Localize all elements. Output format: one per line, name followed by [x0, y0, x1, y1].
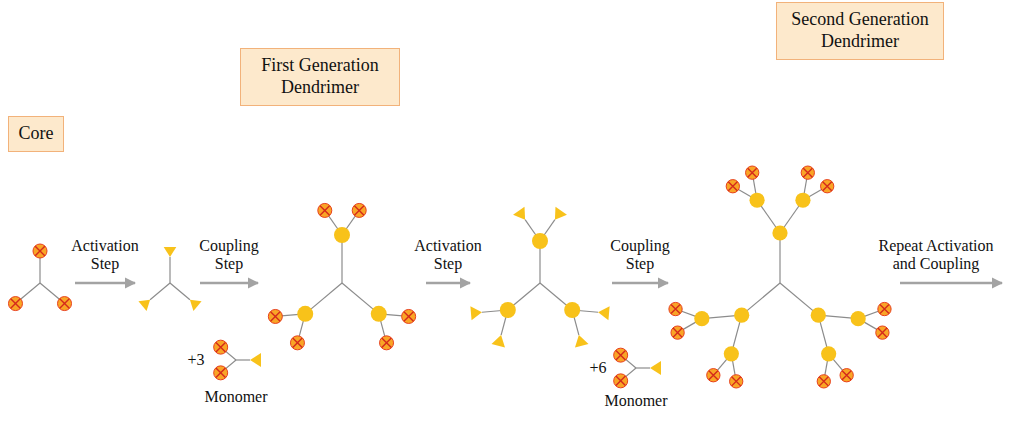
step-arrow [426, 282, 470, 285]
activated-site [470, 306, 482, 320]
activated-site [575, 335, 589, 347]
end-group [730, 375, 743, 388]
molecule-units [8, 166, 891, 388]
branch-unit [734, 308, 749, 323]
end-group [268, 309, 282, 323]
step-arrow [612, 282, 668, 285]
end-group [876, 326, 889, 339]
end-group [352, 203, 366, 217]
branch-unit [795, 193, 810, 208]
box-title: Core [17, 123, 55, 145]
box-title: Second Generation Dendrimer [785, 9, 935, 52]
end-group [214, 366, 228, 380]
activated-site [650, 361, 661, 375]
end-group [671, 326, 684, 339]
end-group [290, 336, 304, 350]
step-label: Monomer [196, 388, 276, 406]
end-group [746, 166, 759, 179]
end-group [801, 166, 814, 179]
step-label: Coupling Step [189, 237, 269, 274]
end-group [402, 309, 416, 323]
branch-unit [749, 193, 764, 208]
activated-site [190, 300, 202, 311]
branch-unit [772, 225, 787, 240]
end-group [726, 180, 739, 193]
end-group [214, 340, 228, 354]
title-box: Core [8, 116, 64, 152]
end-group [840, 369, 853, 382]
box-title: First Generation Dendrimer [249, 55, 391, 98]
branch-unit [694, 311, 709, 326]
branch-unit [811, 308, 826, 323]
step-arrow [900, 282, 1002, 285]
end-group [707, 369, 720, 382]
bond-line [169, 257, 170, 283]
step-label: Activation Step [408, 237, 488, 274]
step-arrow [75, 282, 135, 285]
bond-line [150, 283, 170, 300]
activated-site [250, 353, 261, 367]
end-group [318, 203, 332, 217]
branch-unit [851, 311, 866, 326]
branch-unit [724, 346, 739, 361]
branch-unit [500, 302, 516, 318]
activated-site [138, 300, 150, 311]
end-group [817, 375, 830, 388]
activated-site [598, 306, 610, 320]
bond-lines [15, 173, 884, 382]
end-group [878, 302, 891, 315]
end-group [58, 297, 72, 311]
branch-unit [564, 302, 580, 318]
bond-line [236, 359, 250, 360]
end-group [669, 302, 682, 315]
branch-unit [532, 233, 548, 249]
activated-site [555, 207, 567, 220]
branch-unit [371, 306, 387, 322]
step-label: Repeat Activation and Coupling [866, 237, 1006, 274]
count-label: +6 [583, 359, 613, 377]
activated-site [491, 335, 505, 347]
title-box: First Generation Dendrimer [240, 48, 400, 106]
bond-line [636, 367, 650, 368]
end-group [821, 180, 834, 193]
bond-line [170, 283, 190, 300]
step-label: Activation Step [65, 237, 145, 274]
end-group [614, 374, 628, 388]
end-group [8, 297, 22, 311]
branch-unit [821, 346, 836, 361]
activated-site [513, 207, 525, 220]
branch-unit [334, 227, 350, 243]
end-group [33, 244, 47, 258]
step-label: Monomer [596, 392, 676, 410]
step-label: Coupling Step [600, 237, 680, 274]
end-group [380, 336, 394, 350]
branch-unit [297, 306, 313, 322]
end-group [614, 348, 628, 362]
step-arrow [200, 282, 258, 285]
title-box: Second Generation Dendrimer [776, 2, 944, 60]
activated-site [164, 247, 177, 257]
count-label: +3 [181, 351, 211, 369]
